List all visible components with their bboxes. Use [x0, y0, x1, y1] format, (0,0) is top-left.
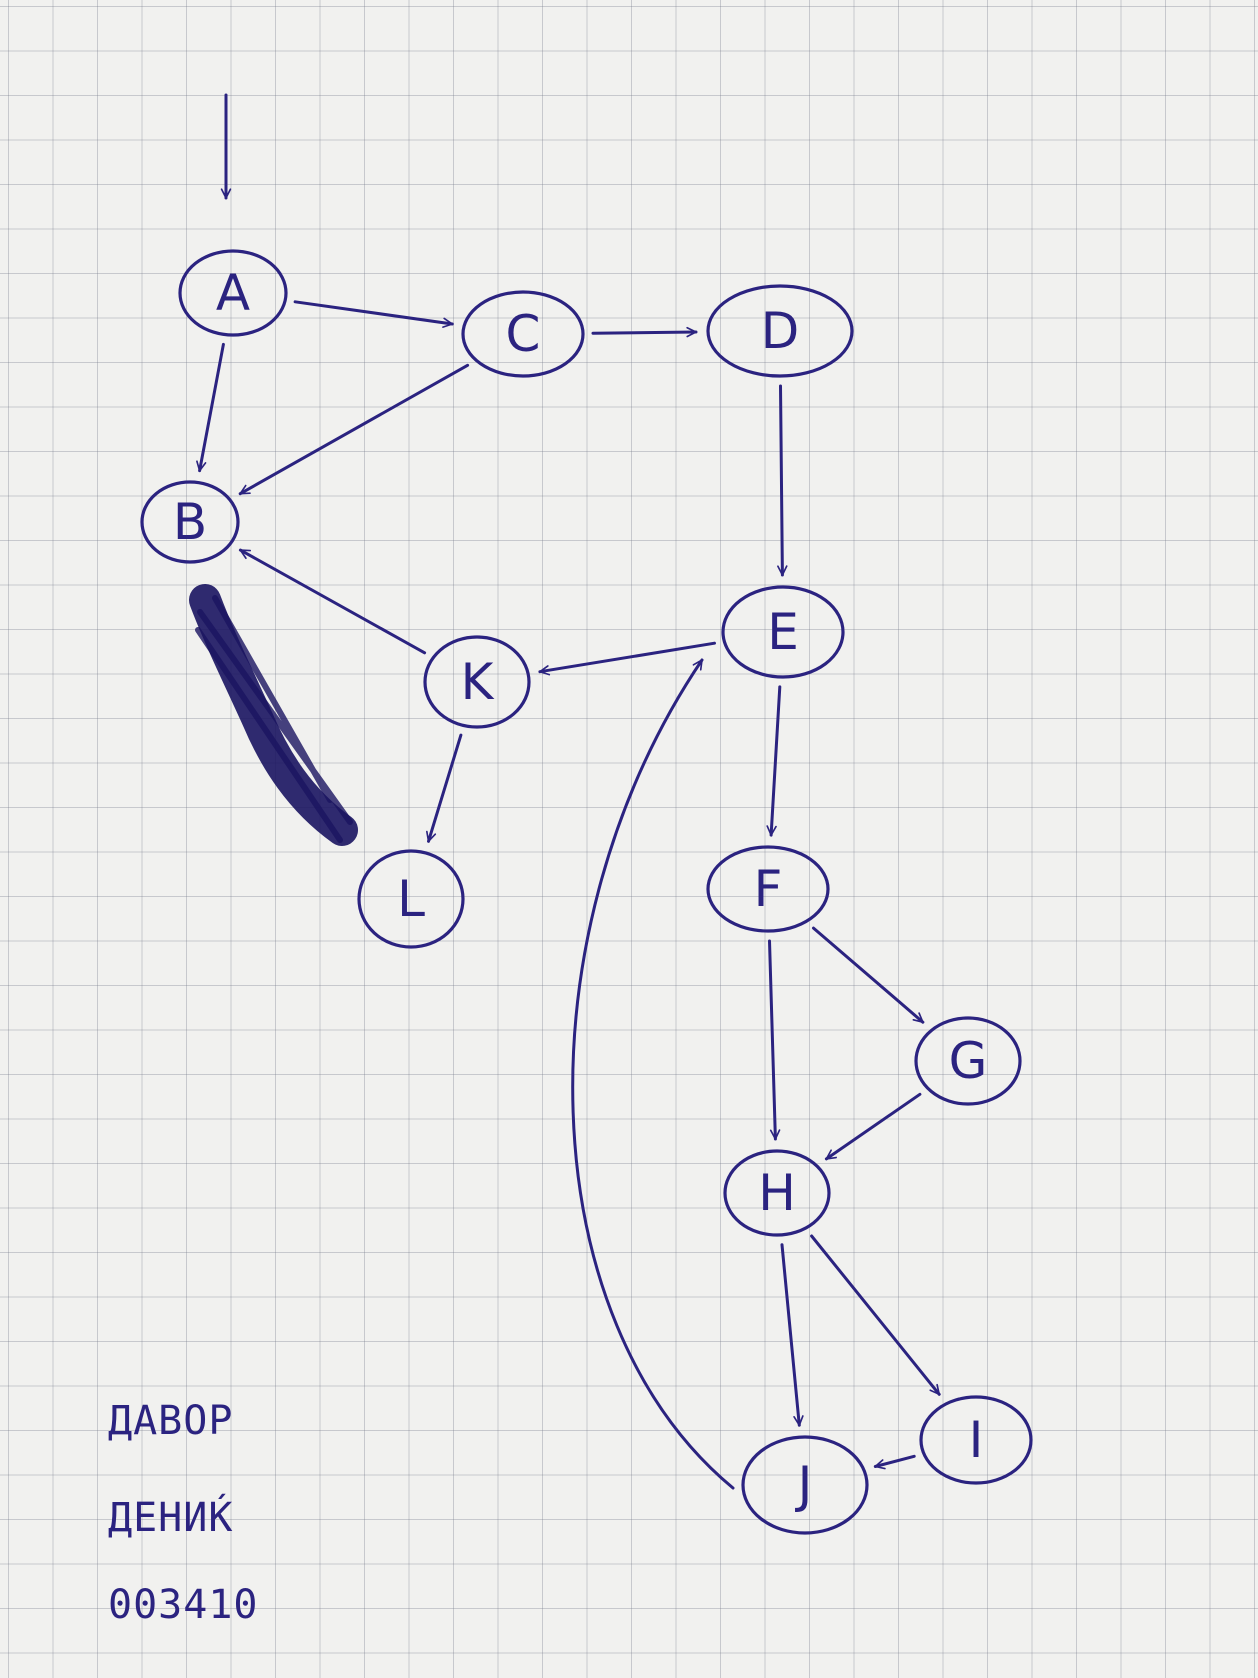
- node-d-label: D: [761, 302, 800, 360]
- node-k-circle: [423, 635, 531, 729]
- node-a: A: [178, 249, 288, 337]
- node-f-label: F: [754, 860, 783, 918]
- node-c-circle: [461, 290, 585, 378]
- node-l-circle: [357, 849, 465, 949]
- edge-i-to-j: [873, 1454, 916, 1470]
- node-e-circle: [721, 585, 845, 679]
- node-j: J: [741, 1435, 869, 1535]
- edge-e-to-k: [538, 641, 716, 676]
- node-i-circle: [919, 1395, 1033, 1485]
- edges-layer: [196, 93, 941, 1490]
- edge-j-to-e: [571, 658, 735, 1490]
- edge-d-to-e: [777, 384, 788, 577]
- edge-g-to-h: [824, 1092, 922, 1161]
- edge-c-to-b: [238, 363, 470, 496]
- node-k-label: K: [461, 653, 495, 711]
- edge-a-to-b: [196, 342, 225, 473]
- node-i-label: I: [969, 1411, 984, 1469]
- author-name-note: ДАВОР: [108, 1398, 234, 1444]
- node-g: G: [914, 1016, 1022, 1106]
- scribble-mark: [189, 584, 358, 846]
- node-i: I: [919, 1395, 1033, 1485]
- node-g-circle: [914, 1016, 1022, 1106]
- edge-e-to-f: [766, 685, 782, 837]
- node-d-circle: [706, 284, 854, 378]
- node-j-circle: [741, 1435, 869, 1535]
- node-h-circle: [723, 1149, 831, 1237]
- node-k: K: [423, 635, 531, 729]
- node-f: F: [706, 845, 830, 933]
- student-id-note: 003410: [108, 1582, 259, 1628]
- node-b: B: [140, 480, 240, 564]
- edge-h-to-j: [780, 1243, 804, 1427]
- node-a-label: A: [216, 264, 250, 322]
- edge-f-to-g: [812, 926, 925, 1024]
- node-e-label: E: [767, 603, 799, 661]
- node-j-label: J: [795, 1456, 813, 1514]
- edge-f-to-h: [768, 939, 781, 1141]
- node-l: L: [357, 849, 465, 949]
- node-h: H: [723, 1149, 831, 1237]
- node-b-circle: [140, 480, 240, 564]
- edge-h-to-i: [810, 1234, 941, 1396]
- node-e: E: [721, 585, 845, 679]
- node-g-label: G: [949, 1032, 988, 1090]
- nodes-layer: A B C D E F G H I J K L: [140, 249, 1033, 1535]
- node-c-label: C: [506, 305, 541, 363]
- edge-k-to-l: [426, 733, 463, 843]
- node-c: C: [461, 290, 585, 378]
- node-h-label: H: [758, 1164, 796, 1222]
- edge-k-to-b: [238, 548, 427, 655]
- node-a-circle: [178, 249, 288, 337]
- node-d: D: [706, 284, 854, 378]
- edge-a-to-c: [293, 300, 454, 328]
- edge-c-to-d: [591, 326, 698, 338]
- node-b-label: B: [173, 493, 207, 551]
- author-surname-note: ДЕНИЌ: [108, 1495, 234, 1541]
- node-f-circle: [706, 845, 830, 933]
- node-l-label: L: [397, 870, 425, 928]
